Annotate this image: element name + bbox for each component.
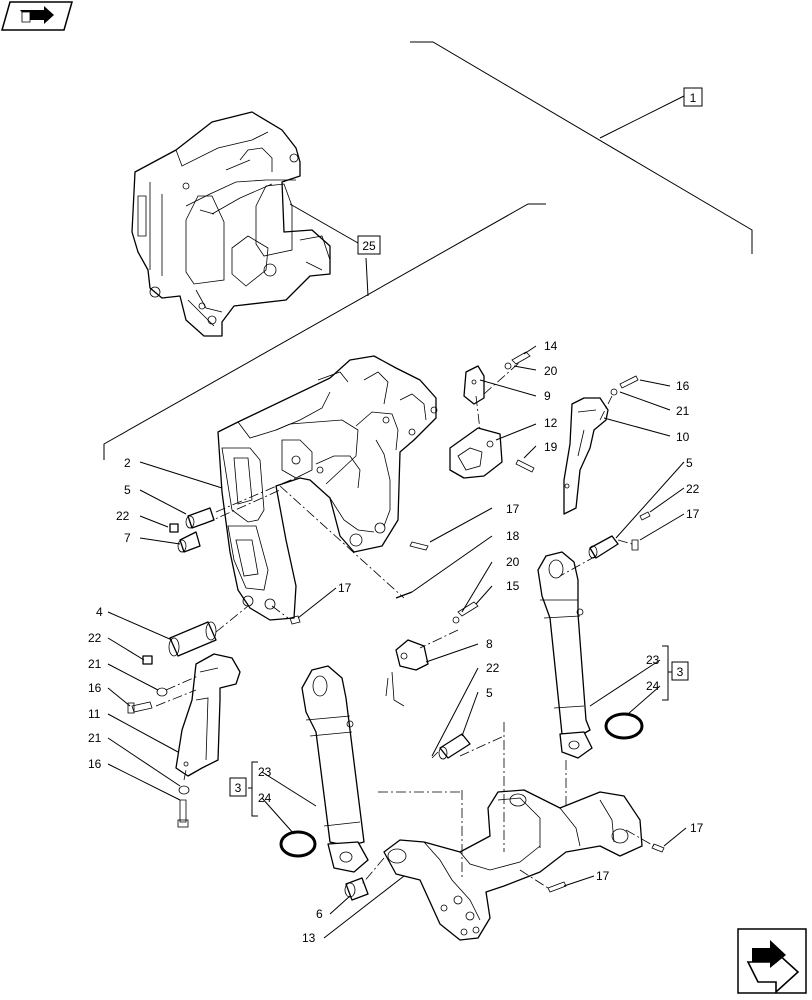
bushing-6-drawing bbox=[344, 877, 369, 901]
assembly-centerlines bbox=[155, 361, 655, 889]
reference-line-1 bbox=[410, 41, 753, 254]
callout-6: 6 bbox=[316, 907, 323, 921]
callout-9: 9 bbox=[544, 389, 551, 403]
callout-17-frame: 17 bbox=[338, 581, 352, 595]
callout-5-mid: 5 bbox=[486, 686, 493, 700]
callout-17-center: 17 bbox=[506, 502, 520, 516]
callout-22-right: 22 bbox=[686, 482, 700, 496]
callout-5-left: 5 bbox=[124, 483, 131, 497]
callout-18: 18 bbox=[506, 529, 520, 543]
callout-19: 19 bbox=[544, 440, 558, 454]
callout-16-mid: 16 bbox=[88, 681, 102, 695]
callout-3-right-label: 3 bbox=[677, 665, 684, 679]
sensor-8-drawing bbox=[385, 639, 429, 707]
callout-numbers: 14 20 9 12 19 16 21 10 5 22 17 2 5 22 7 … bbox=[88, 339, 704, 945]
callout-21-mid: 21 bbox=[88, 657, 102, 671]
callout-5-right: 5 bbox=[686, 456, 693, 470]
callout-21-top: 21 bbox=[676, 404, 690, 418]
callout-22-mid: 22 bbox=[88, 631, 102, 645]
oring-24-right-drawing bbox=[604, 712, 644, 740]
callout-24-right: 24 bbox=[646, 679, 660, 693]
bolt-17-drawings bbox=[289, 539, 665, 893]
callout-11: 11 bbox=[88, 707, 101, 721]
callout-8: 8 bbox=[486, 637, 493, 651]
callout-7: 7 bbox=[124, 531, 131, 545]
bolt-19-drawing bbox=[515, 459, 535, 473]
next-page-arrow-icon[interactable] bbox=[737, 928, 807, 994]
oring-24-left-drawing bbox=[279, 830, 317, 858]
pin-4-drawing bbox=[168, 621, 217, 657]
plate-9-drawing bbox=[463, 365, 485, 405]
cylinder-left-drawing bbox=[301, 665, 369, 873]
callout-1[interactable]: 1 bbox=[683, 87, 703, 107]
callout-17-link: 17 bbox=[596, 869, 610, 883]
callout-20-top: 20 bbox=[544, 364, 558, 378]
pin-5-right-drawing bbox=[588, 511, 651, 559]
callout-16-top: 16 bbox=[676, 379, 690, 393]
callout-20-mid: 20 bbox=[506, 555, 520, 569]
nipple-22-left-drawing bbox=[169, 523, 179, 533]
pin-5-mid-drawing bbox=[431, 733, 471, 760]
bracket-12-drawing bbox=[449, 427, 503, 479]
callout-25-label: 25 bbox=[362, 239, 376, 253]
callout-3-left[interactable]: 3 bbox=[229, 777, 247, 797]
callout-22-left: 22 bbox=[116, 509, 130, 523]
bolt-16-top-drawing bbox=[610, 375, 639, 396]
callout-13: 13 bbox=[302, 931, 316, 945]
callout-24-left: 24 bbox=[258, 791, 272, 805]
callout-17-far-right: 17 bbox=[690, 821, 704, 835]
washer-21-low-drawing bbox=[178, 785, 190, 795]
pin-18-drawing bbox=[395, 591, 413, 599]
reference-line-25 bbox=[103, 203, 546, 460]
callout-23-left: 23 bbox=[258, 765, 272, 779]
callout-14: 14 bbox=[544, 339, 558, 353]
callout-17-right: 17 bbox=[686, 507, 700, 521]
callout-3-right[interactable]: 3 bbox=[671, 661, 689, 681]
guard-11-drawing bbox=[175, 653, 241, 777]
callout-15: 15 bbox=[506, 579, 520, 593]
callout-16-low: 16 bbox=[88, 757, 102, 771]
group-bracket-3-right bbox=[662, 645, 672, 701]
callout-2: 2 bbox=[124, 456, 131, 470]
bolt-16-low-drawing bbox=[177, 799, 189, 828]
bolt-15-drawing bbox=[452, 601, 479, 624]
callout-4: 4 bbox=[96, 605, 103, 619]
bolt-14-drawing bbox=[504, 351, 531, 370]
nipple-22-mid-drawing bbox=[142, 655, 153, 665]
leader-lines bbox=[107, 345, 687, 939]
callout-3-left-label: 3 bbox=[235, 781, 242, 795]
cylinder-right-drawing bbox=[537, 551, 593, 759]
group-bracket-3-left bbox=[248, 761, 258, 817]
callout-22-sensor: 22 bbox=[486, 661, 500, 675]
guard-10-drawing bbox=[563, 397, 609, 515]
callout-21-low: 21 bbox=[88, 731, 102, 745]
lift-frame-drawing bbox=[217, 355, 438, 621]
callout-10: 10 bbox=[676, 430, 690, 444]
navigation-arrow-icon[interactable] bbox=[1, 1, 73, 31]
pin-5-left-drawing bbox=[185, 507, 215, 529]
lower-link-13-drawing bbox=[383, 789, 643, 941]
pin-7-left-drawing bbox=[177, 531, 201, 553]
assembled-view-drawing bbox=[131, 111, 331, 337]
callout-1-label: 1 bbox=[690, 91, 697, 105]
callout-12: 12 bbox=[544, 416, 558, 430]
callout-25[interactable]: 25 bbox=[357, 235, 381, 255]
washer-21-mid-drawing bbox=[156, 687, 168, 697]
callout-23-right: 23 bbox=[646, 653, 660, 667]
bolt-16-mid-drawing bbox=[127, 701, 153, 714]
